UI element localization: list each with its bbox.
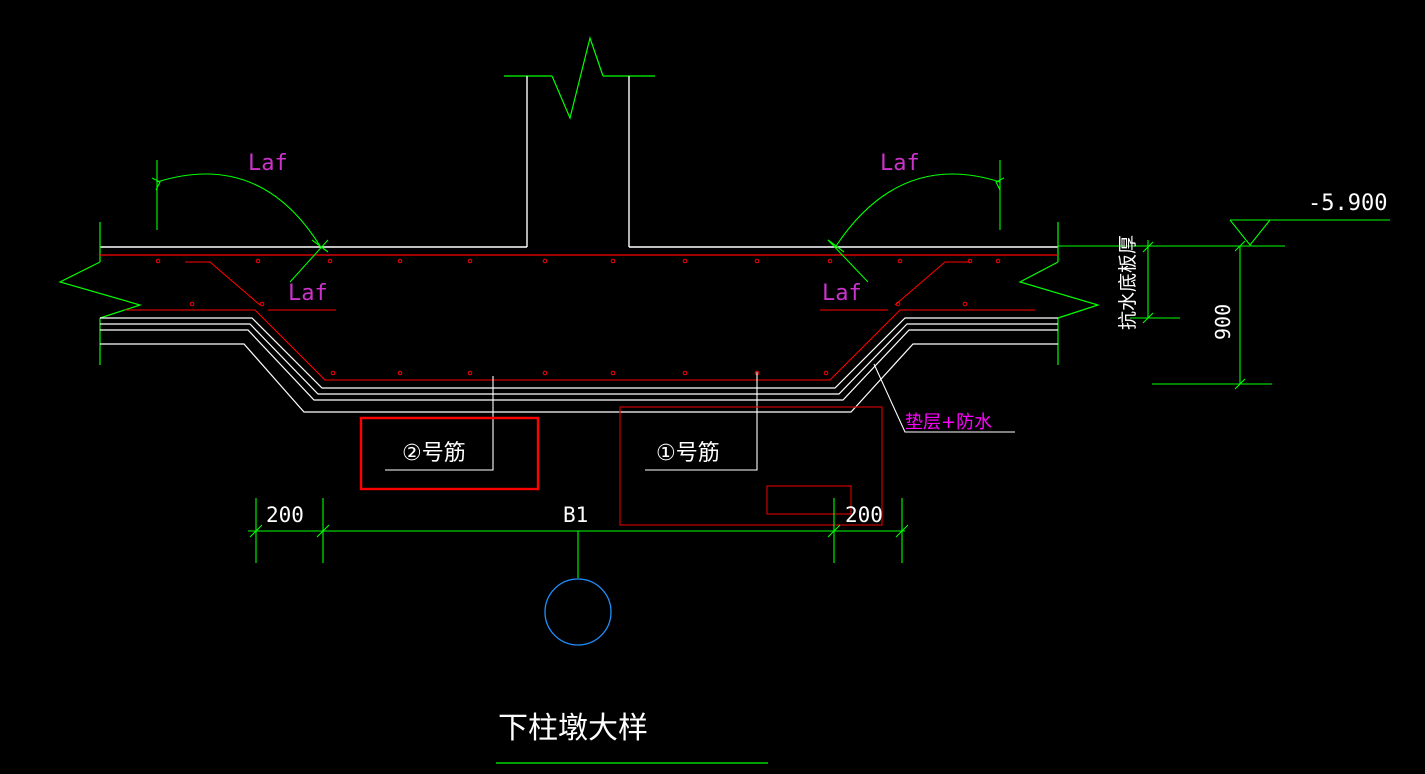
dim-width-label: B1: [563, 503, 588, 527]
dim-right-label: 200: [845, 503, 883, 527]
slab-thickness-label: 抗水底板厚: [1117, 235, 1139, 330]
elevation-marker: [1058, 219, 1390, 247]
column-stub: [504, 35, 655, 247]
elevation-label: -5.900: [1308, 191, 1387, 216]
drawing-title: 下柱墩大样: [498, 711, 648, 746]
rebar-1-label: ①号筋: [656, 441, 720, 466]
laf-label-mid-right: Laf: [822, 281, 862, 306]
thickness-dimensions: [1130, 240, 1272, 390]
rebar-2-highlight-box[interactable]: [359, 416, 540, 491]
laf-label-top-left: Laf: [248, 151, 288, 176]
dim-left-label: 200: [266, 503, 304, 527]
small-selection-box[interactable]: [766, 485, 852, 515]
rebar-dots: [155, 258, 1001, 376]
laf-label-top-right: Laf: [880, 151, 920, 176]
slab-outline: [58, 222, 1101, 413]
rebar-2-label: ②号筋: [402, 441, 466, 466]
rebar-callout-lines: [385, 372, 758, 471]
laf-label-mid-left: Laf: [288, 281, 328, 306]
laf-arcs: [151, 160, 1005, 283]
depth-dimension-label: 900: [1211, 304, 1235, 340]
rebar-lines: [100, 254, 1058, 381]
rebar-1-selection-box[interactable]: [619, 406, 883, 526]
bottom-dimension-lines: [248, 498, 909, 578]
cushion-leader: [873, 363, 1015, 433]
grid-axis-bubble: [544, 578, 612, 646]
cushion-waterproof-label: 垫层+防水: [905, 412, 992, 433]
